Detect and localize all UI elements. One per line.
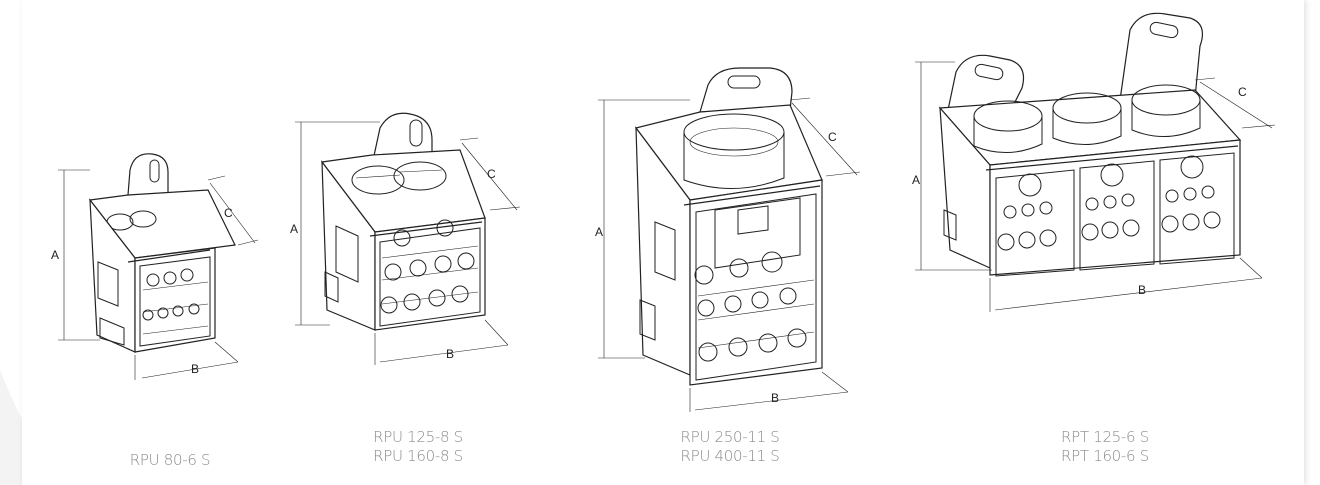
caption-line: RPU 250-11 S [680, 428, 780, 446]
dimension-a-label-3: A [595, 225, 603, 239]
caption-rpu250: RPU 250-11 S RPU 400-11 S [660, 428, 800, 466]
caption-line: RPU 160-8 S [373, 447, 463, 465]
caption-line: RPT 160-6 S [1061, 447, 1149, 465]
dimension-b-label-3: B [771, 391, 779, 405]
terminal-block-rpu80: A C B [51, 153, 259, 380]
caption-rpu125: RPU 125-8 S RPU 160-8 S [348, 428, 488, 466]
caption-line: RPU 125-8 S [373, 428, 463, 446]
dimension-c-label-3: C [828, 130, 837, 144]
terminal-block-rpu250: A C B [595, 67, 861, 412]
dimension-a-label-2: A [290, 222, 298, 236]
dimension-c-label-4: C [1238, 85, 1247, 99]
terminal-block-rpu125: A C B [290, 112, 521, 365]
dimension-b-label-4: B [1138, 283, 1146, 297]
caption-line: RPT 125-6 S [1061, 428, 1149, 446]
caption-rpt125: RPT 125-6 S RPT 160-6 S [1035, 428, 1175, 466]
caption-rpu80: RPU 80-6 S [100, 451, 240, 470]
dimension-a-label-4: A [912, 173, 920, 187]
dimension-b-label: B [191, 362, 199, 376]
terminal-block-rpt125: A C B [912, 12, 1276, 312]
caption-line: RPU 80-6 S [129, 451, 211, 469]
dimension-a-label: A [51, 248, 59, 262]
caption-line: RPU 400-11 S [680, 447, 780, 465]
dimension-c-label: C [224, 206, 233, 220]
dimension-c-label-2: C [487, 167, 496, 181]
dimension-b-label-2: B [446, 347, 454, 361]
